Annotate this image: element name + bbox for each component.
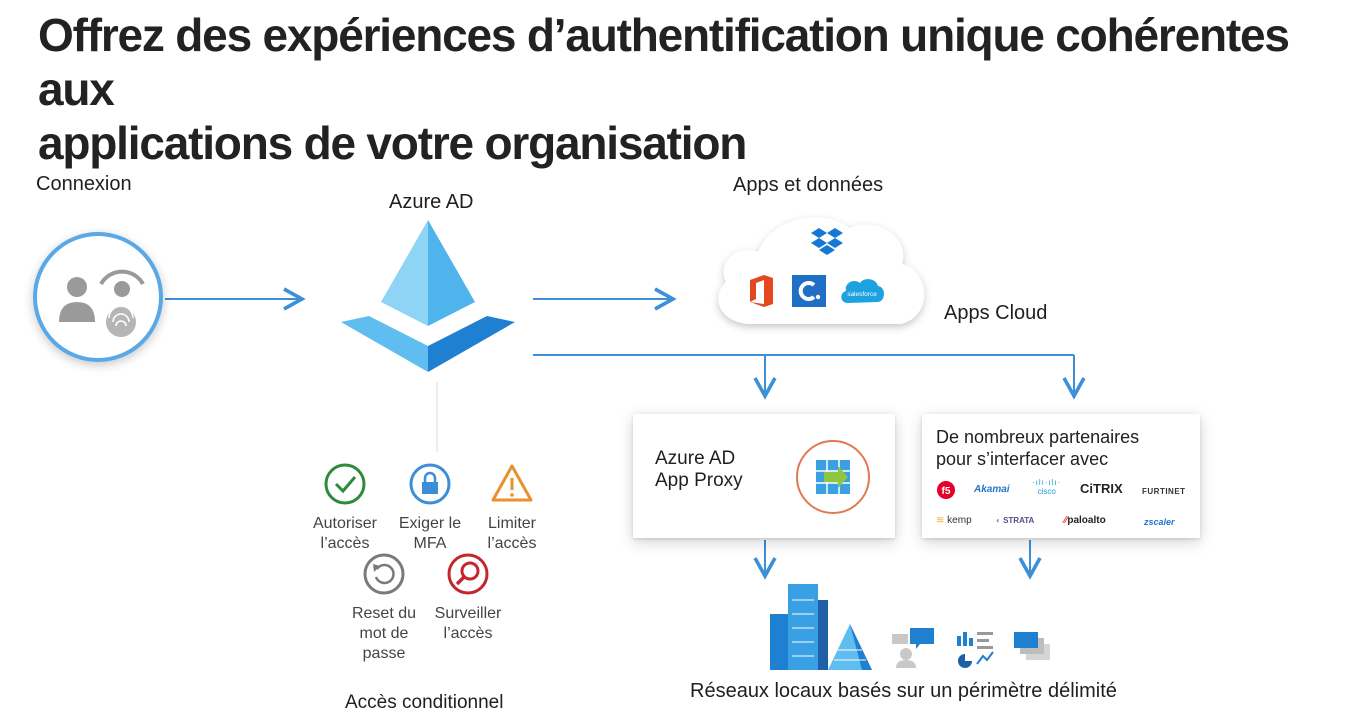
- partners-title: De nombreux partenaires pour s’interface…: [936, 426, 1139, 470]
- cisco-logo-text: cisco: [1037, 487, 1056, 496]
- ca-reset-line-3: passe: [362, 645, 406, 662]
- ca-allow-line-1: Autoriser: [312, 515, 378, 532]
- warning-icon: [490, 462, 534, 506]
- cisco-logo: ·ılı·ılı· cisco: [1032, 478, 1062, 496]
- azure-ad-label: Azure AD: [389, 191, 474, 213]
- ca-mfa-line-1: Exiger le: [398, 515, 462, 532]
- lock-icon: [408, 462, 452, 506]
- ca-monitor-line-1: Surveiller: [434, 605, 502, 622]
- kemp-logo: ≋ kemp: [936, 515, 972, 526]
- ca-reset-line-2: mot de: [359, 625, 409, 642]
- ca-item-allow: Autoriser l’accès: [300, 462, 390, 554]
- cloud-shape: [718, 217, 925, 324]
- check-icon: [323, 462, 367, 506]
- fortinet-logo: FURTINET: [1142, 487, 1186, 496]
- akamai-logo: Akamai: [974, 484, 1010, 495]
- f5-logo-icon: f5: [937, 481, 955, 499]
- ca-item-reset: Reset du mot de passe: [339, 552, 429, 664]
- signin-circle: [33, 232, 163, 362]
- magnifier-icon: [446, 552, 490, 596]
- zscaler-logo: zscaler: [1144, 517, 1175, 527]
- ca-item-monitor: Surveiller l’accès: [423, 552, 513, 644]
- page-title: Offrez des expériences d’authentificatio…: [38, 8, 1358, 170]
- onprem-building-icon: [770, 584, 872, 670]
- svg-text:f5: f5: [942, 486, 951, 497]
- strata-logo: ◐ STRATA: [996, 516, 1035, 525]
- strata-logo-text: STRATA: [1003, 516, 1035, 525]
- apps-label: Apps et données: [733, 174, 884, 196]
- confluence-icon: [792, 275, 826, 307]
- app-proxy-line-2: App Proxy: [655, 470, 743, 491]
- title-line-2: applications de votre organisation: [38, 117, 747, 169]
- app-proxy-line-1: Azure AD: [655, 448, 736, 469]
- user-fingerprint-icon: [59, 269, 145, 337]
- reset-icon: [362, 552, 406, 596]
- chat-users-icon: [892, 628, 934, 668]
- citrix-logo: CiTRIX: [1080, 481, 1123, 496]
- conditional-access-label: Accès conditionnel: [345, 692, 504, 713]
- ca-reset-line-1: Reset du: [351, 605, 417, 622]
- app-proxy-card: Azure AD App Proxy: [633, 414, 895, 538]
- dropbox-icon: [811, 228, 843, 255]
- paloalto-logo-text: paloalto: [1067, 515, 1106, 526]
- ca-limit-line-2: l’accès: [487, 535, 537, 552]
- partners-card: De nombreux partenaires pour s’interface…: [922, 414, 1200, 538]
- paloalto-logo: ⁄⁄paloalto: [1064, 515, 1106, 526]
- azure-ad-pyramid-icon: [341, 220, 515, 372]
- app-proxy-icon: [796, 440, 870, 514]
- windows-stack-icon: [1014, 632, 1050, 660]
- partners-line-2: pour s’interfacer avec: [936, 449, 1109, 469]
- analytics-icon: [957, 632, 994, 668]
- apps-cloud-label: Apps Cloud: [944, 302, 1048, 324]
- ca-allow-line-2: l’accès: [320, 535, 370, 552]
- office-icon: [750, 275, 773, 307]
- title-line-1: Offrez des expériences d’authentificatio…: [38, 9, 1290, 115]
- kemp-logo-text: kemp: [947, 515, 972, 526]
- salesforce-text: salesforce: [847, 291, 877, 298]
- salesforce-icon: salesforce: [841, 279, 884, 303]
- ca-mfa-line-2: MFA: [413, 535, 447, 552]
- onprem-label: Réseaux locaux basés sur un périmètre dé…: [690, 680, 1117, 702]
- app-proxy-title: Azure AD App Proxy: [655, 448, 743, 492]
- ca-item-mfa: Exiger le MFA: [385, 462, 475, 554]
- ca-item-limit: Limiter l’accès: [467, 462, 557, 554]
- ca-limit-line-1: Limiter: [487, 515, 536, 532]
- ca-monitor-line-2: l’accès: [443, 625, 493, 642]
- partners-line-1: De nombreux partenaires: [936, 427, 1140, 447]
- signin-label: Connexion: [36, 173, 132, 195]
